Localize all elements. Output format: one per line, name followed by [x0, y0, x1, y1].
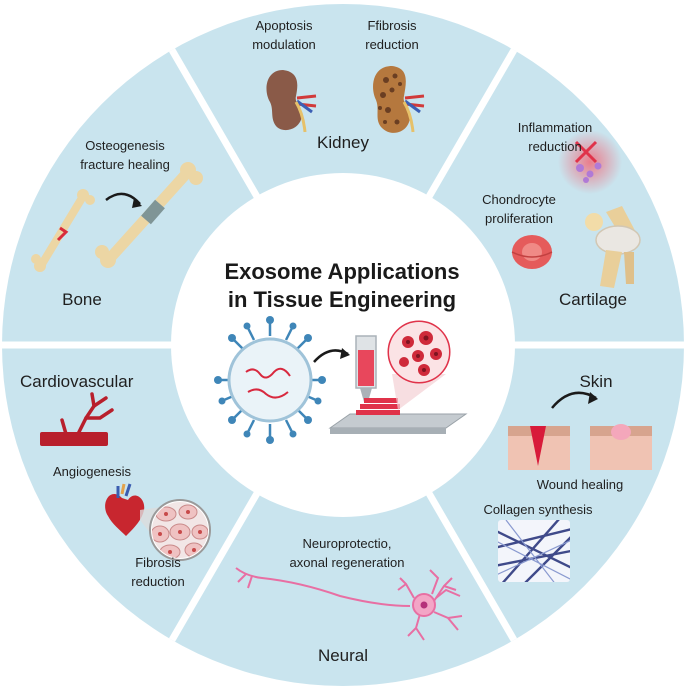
healed-skin-icon: [590, 424, 652, 470]
cardiac-cells: [152, 502, 208, 558]
bone-label-line2: fracture healing: [80, 157, 170, 172]
cardio-label-fibrosis-line1: Fibrosis: [135, 555, 181, 570]
blood-vessel-icon: [40, 392, 114, 446]
section-title-bone: Bone: [62, 290, 102, 309]
kidney-label-apoptosis: Apoptosis modulation: [244, 16, 324, 54]
neural-label: Neuroprotectio, axonal regeneration: [272, 534, 422, 572]
bone-segment: [31, 162, 203, 272]
neuron-nucleus: [420, 601, 428, 609]
section-title-neural: Neural: [317, 646, 369, 665]
wound-skin-icon: [508, 426, 570, 470]
center-illustration: [214, 316, 468, 444]
kidney-label-fibrosis: Ffibrosis reduction: [352, 16, 432, 54]
bone-label: Osteogenesis fracture healing: [60, 136, 190, 174]
cartilage-label-chondrocyte: Chondrocyte proliferation: [464, 190, 574, 228]
knee-joint-icon: [585, 206, 641, 288]
section-title-skin: Skin: [579, 372, 613, 391]
cartilage-label-inflammation: Inflammation reduction: [500, 118, 610, 156]
cardio-label-fibrosis-line2: reduction: [131, 574, 185, 589]
title-line-1: Exosome Applications: [224, 259, 460, 284]
diagram-title: Exosome Applications in Tissue Engineeri…: [192, 258, 492, 314]
skin-label-wound-healing: Wound healing: [536, 477, 624, 492]
cartilage-label-inflammation-line1: Inflammation: [517, 120, 593, 135]
cartilage-label-inflammation-line2: reduction: [528, 139, 582, 154]
bioprinter-icon: [328, 335, 468, 434]
kidney-icon: [266, 70, 317, 133]
collagen-fibers-icon: [498, 520, 570, 582]
inflammation-icon: [558, 130, 622, 194]
cardio-label-angiogenesis: Angiogenesis: [52, 464, 132, 479]
bone-label-line1: Osteogenesis: [85, 138, 165, 153]
neural-label-line1: Neuroprotectio,: [302, 536, 392, 551]
kidney-label-fibrosis-line2: reduction: [365, 37, 419, 52]
kidney-segment: [266, 66, 425, 133]
kidney-label-apoptosis-line1: Apoptosis: [255, 18, 313, 33]
cytokine-cluster-icon: [576, 162, 602, 183]
skin-segment: [498, 391, 652, 582]
printed-tissue-cells: [389, 322, 449, 382]
section-title-kidney: Kidney: [317, 133, 369, 152]
neuron-icon: [235, 567, 463, 641]
section-title-cardiovascular: Cardiovascular: [20, 372, 134, 391]
title-line-2: in Tissue Engineering: [227, 287, 457, 312]
kidney-label-fibrosis-line1: Ffibrosis: [367, 18, 417, 33]
exosome-icon: [214, 316, 326, 444]
healed-bone-icon: [95, 162, 203, 268]
kidney-label-apoptosis-line2: modulation: [252, 37, 316, 52]
cross-icon: [574, 140, 598, 164]
outer-ring: [2, 4, 684, 686]
section-title-cartilage: Cartilage: [558, 290, 628, 309]
chondrocyte-icon: [511, 235, 553, 269]
fibrotic-kidney-icon: [373, 66, 425, 133]
skin-label-collagen: Collagen synthesis: [483, 502, 593, 517]
neural-label-line2: axonal regeneration: [289, 555, 405, 570]
cartilage-segment: [511, 130, 641, 288]
heart-icon: [105, 483, 145, 536]
neural-segment: [235, 567, 463, 641]
cardio-label-fibrosis: Fibrosis reduction: [120, 553, 196, 591]
cartilage-label-chondrocyte-line1: Chondrocyte: [482, 192, 556, 207]
cartilage-label-chondrocyte-line2: proliferation: [485, 211, 553, 226]
cardiovascular-segment: [40, 392, 211, 561]
fractured-bone-icon: [31, 189, 95, 272]
